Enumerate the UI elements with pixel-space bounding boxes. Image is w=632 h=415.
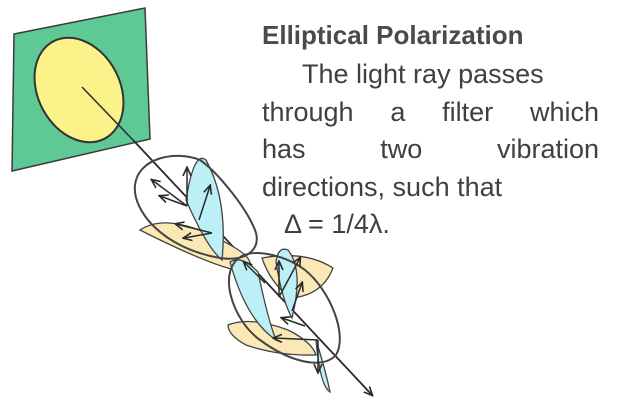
wave-group-1	[135, 156, 257, 272]
text-line-4: directions, such that	[262, 169, 599, 207]
text-line-1: The light ray passes	[262, 56, 599, 94]
text-line-3: has two vibration	[262, 131, 599, 169]
wave-group-2	[228, 249, 340, 392]
description: The light ray passes through a filter wh…	[262, 56, 599, 244]
filter-plate	[12, 8, 150, 171]
text-line-2: through a filter which	[262, 94, 599, 132]
phase-difference-formula: Δ = 1/4λ.	[262, 206, 599, 244]
title: Elliptical Polarization	[262, 20, 524, 51]
